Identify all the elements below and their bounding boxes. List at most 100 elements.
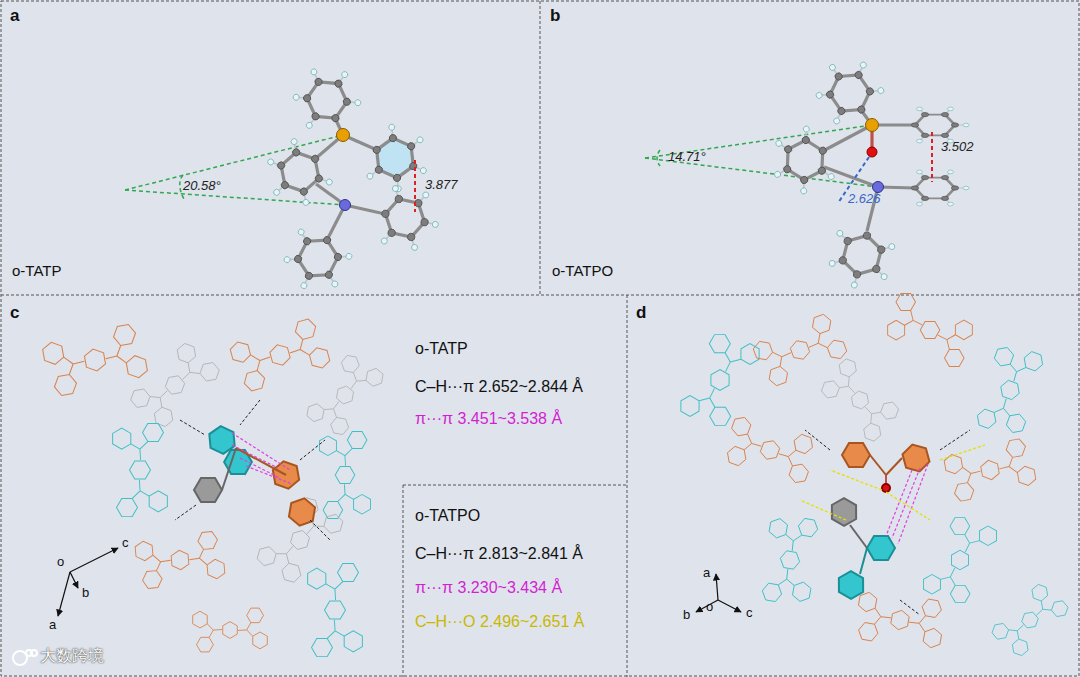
watermark-icon (13, 650, 37, 665)
drawing-line (805, 430, 830, 450)
stat-line: π···π 3.230~3.434 Å (415, 579, 562, 597)
drawing-line (175, 505, 196, 520)
axis-label: b (82, 586, 89, 601)
drawing-line (886, 458, 902, 475)
drawing-g (175, 400, 330, 540)
drawing-polygon (867, 536, 895, 560)
drawing-g (125, 135, 345, 205)
panel: c o-TATPO C–H···π 2.813~2.841 Å π···π 3.230… (0, 295, 627, 677)
measurement-label: 20.58° (183, 179, 221, 194)
drawing-line (800, 500, 846, 520)
drawing-line (940, 445, 985, 460)
drawing-use (817, 351, 904, 448)
drawing-line (900, 600, 920, 615)
molecule-name: o-TATP (12, 262, 61, 279)
drawing-use (710, 389, 829, 510)
stat-line: C–H···O 2.496~2.651 Å (415, 613, 584, 631)
drawing-line (240, 458, 280, 478)
axis-label: o (57, 555, 64, 570)
drawing-line (850, 525, 867, 548)
drawing-line (232, 445, 278, 468)
drawing-use (911, 107, 969, 143)
axes-c (58, 548, 118, 616)
drawing-line (540, 1, 541, 295)
packing-o-tatp (30, 300, 402, 677)
watermark: 大数跨境 (40, 647, 104, 665)
drawing-line (940, 430, 970, 450)
drawing-line (180, 420, 205, 435)
drawing-use (911, 170, 969, 206)
stat-line: C–H···π 2.652~2.844 Å (415, 378, 583, 396)
drawing-line (236, 448, 286, 475)
drawing-line (830, 470, 882, 490)
panel-letter: a (10, 6, 19, 26)
stat-line: C–H···π 2.813~2.841 Å (415, 545, 583, 563)
drawing-path (657, 150, 660, 166)
drawing-use (900, 503, 1019, 617)
drawing-use (376, 184, 445, 254)
panel: d (627, 295, 1080, 677)
drawing-use (221, 302, 338, 409)
stat-heading: o-TATPO (415, 507, 480, 525)
stat-heading: o-TATP (415, 340, 468, 358)
drawing-use (933, 417, 1047, 522)
drawing-use (825, 225, 897, 296)
drawing-polygon (842, 443, 870, 467)
drawing-g (645, 125, 878, 187)
drawing-use (123, 338, 228, 431)
panel-letter: c (10, 303, 19, 323)
drawing-line (403, 485, 404, 677)
axis-label: a (49, 618, 56, 633)
drawing-use (179, 581, 281, 677)
drawing-g (823, 110, 915, 231)
drawing-polygon (826, 495, 862, 530)
drawing-line (885, 475, 887, 484)
panel: bo-TATPO (540, 0, 1080, 295)
panel-letter: b (550, 6, 560, 26)
measurement-label: 3.877 (425, 178, 458, 193)
drawing-g (194, 423, 320, 530)
drawing-g (232, 433, 292, 484)
drawing-line (403, 485, 627, 486)
drawing-line (222, 448, 236, 490)
measurement-label: 3.502 (941, 140, 974, 155)
drawing-use (286, 57, 364, 134)
drawing-line (125, 190, 345, 205)
axis-label: b (683, 608, 690, 623)
drawing-circle (867, 147, 877, 157)
measurement-label: 14.71° (668, 150, 706, 165)
drawing-use (656, 319, 784, 441)
drawing-use (79, 406, 201, 534)
axis-label: c (122, 536, 129, 551)
packing-o-tatpo (656, 270, 1075, 677)
drawing-line (310, 520, 330, 540)
drawing-line (886, 470, 912, 536)
drawing-use (274, 546, 396, 674)
drawing-use (255, 134, 338, 217)
drawing-line (246, 466, 292, 484)
drawing-line (414, 160, 416, 212)
drawing-circle (873, 182, 884, 193)
drawing-circle (882, 484, 890, 492)
drawing-line (300, 440, 325, 460)
drawing-use (748, 303, 853, 396)
drawing-polygon (194, 478, 222, 502)
axis-label: c (746, 606, 753, 621)
stat-line: π···π 3.451~3.538 Å (415, 410, 562, 428)
drawing-g (315, 118, 385, 240)
drawing-circle (337, 129, 350, 142)
drawing-line (716, 574, 718, 600)
drawing-line (58, 572, 70, 616)
drawing-g (800, 445, 985, 520)
drawing-line (892, 468, 920, 538)
drawing-circle (866, 119, 879, 132)
drawing-line (240, 400, 260, 425)
drawing-use (122, 505, 239, 615)
drawing-line (931, 132, 933, 182)
drawing-line (232, 433, 290, 470)
axis-label: a (703, 566, 710, 581)
drawing-use (873, 270, 987, 389)
